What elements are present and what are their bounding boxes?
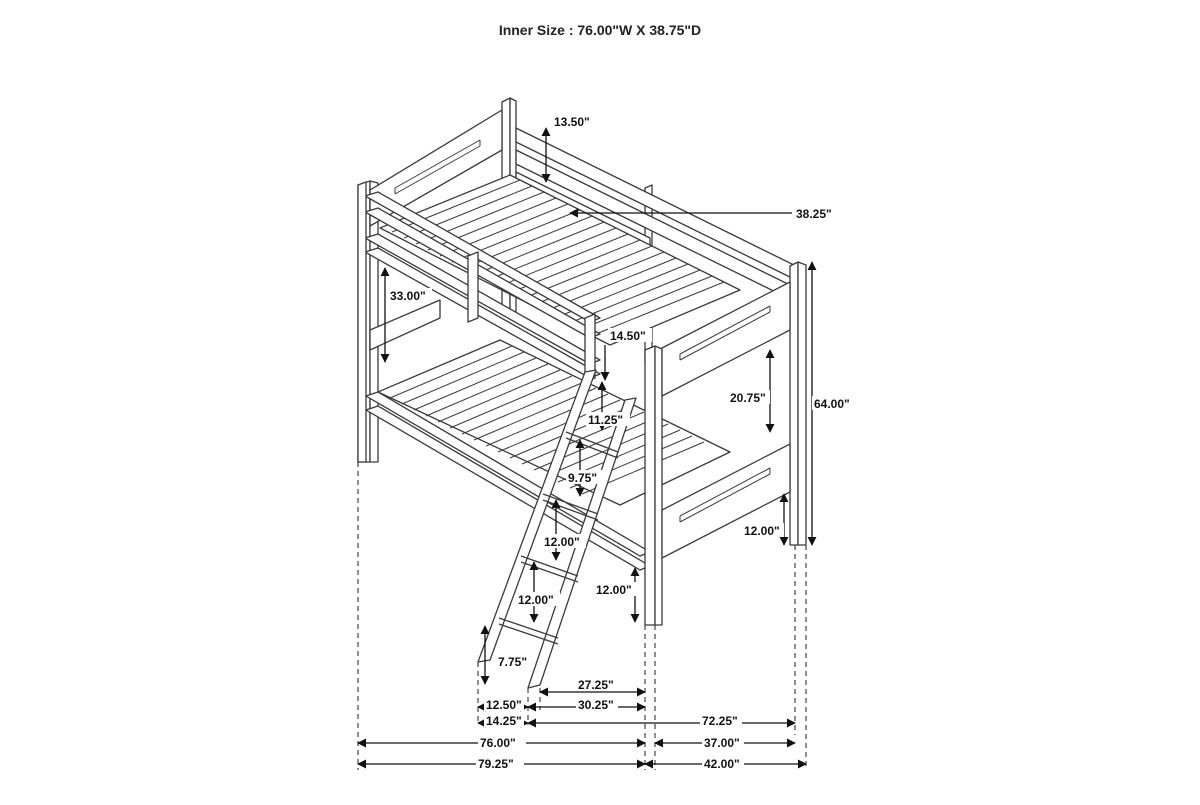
dim-9-75: 9.75" [568, 471, 597, 485]
dim-72-25: 72.25" [702, 714, 738, 728]
dim-79-25: 79.25" [478, 757, 514, 771]
dim-33-00: 33.00" [390, 289, 426, 303]
dim-7-75: 7.75" [498, 655, 527, 669]
upper-footboard [661, 281, 791, 397]
bunk-bed-frame [357, 97, 807, 689]
dim-27-25: 27.25" [578, 678, 614, 692]
lower-slats [377, 339, 731, 506]
dim-37-00: 37.00" [704, 736, 740, 750]
lower-headboard [369, 299, 441, 351]
dim-12-00-clearance: 12.00" [596, 583, 632, 597]
front-left-post [357, 181, 367, 463]
dim-20-75: 20.75" [730, 391, 766, 405]
dim-12-00-step2: 12.00" [518, 593, 554, 607]
dim-12-00-footboard: 12.00" [744, 524, 780, 538]
dim-11-25: 11.25" [588, 413, 623, 427]
dim-12-50: 12.50" [486, 698, 522, 712]
dim-30-25: 30.25" [578, 698, 614, 712]
far-right-post [789, 261, 807, 546]
dim-38-25: 38.25" [796, 207, 832, 221]
dimension-labels: 13.50" 38.25" 33.00" 14.50" 20.75" 64.00… [388, 114, 856, 771]
dim-42-00: 42.00" [704, 757, 740, 771]
dim-14-50: 14.50" [610, 329, 646, 343]
dim-76-00: 76.00" [480, 736, 516, 750]
dim-12-00-step1: 12.00" [544, 535, 580, 549]
front-right-post [644, 345, 663, 626]
dim-64-00: 64.00" [814, 397, 850, 411]
dim-14-25: 14.25" [486, 714, 522, 728]
upper-front-guard [364, 191, 601, 383]
lower-footboard [661, 443, 791, 559]
dim-13-50: 13.50" [554, 115, 590, 129]
inner-size-title: Inner Size : 76.00"W X 38.75"D [498, 22, 702, 38]
